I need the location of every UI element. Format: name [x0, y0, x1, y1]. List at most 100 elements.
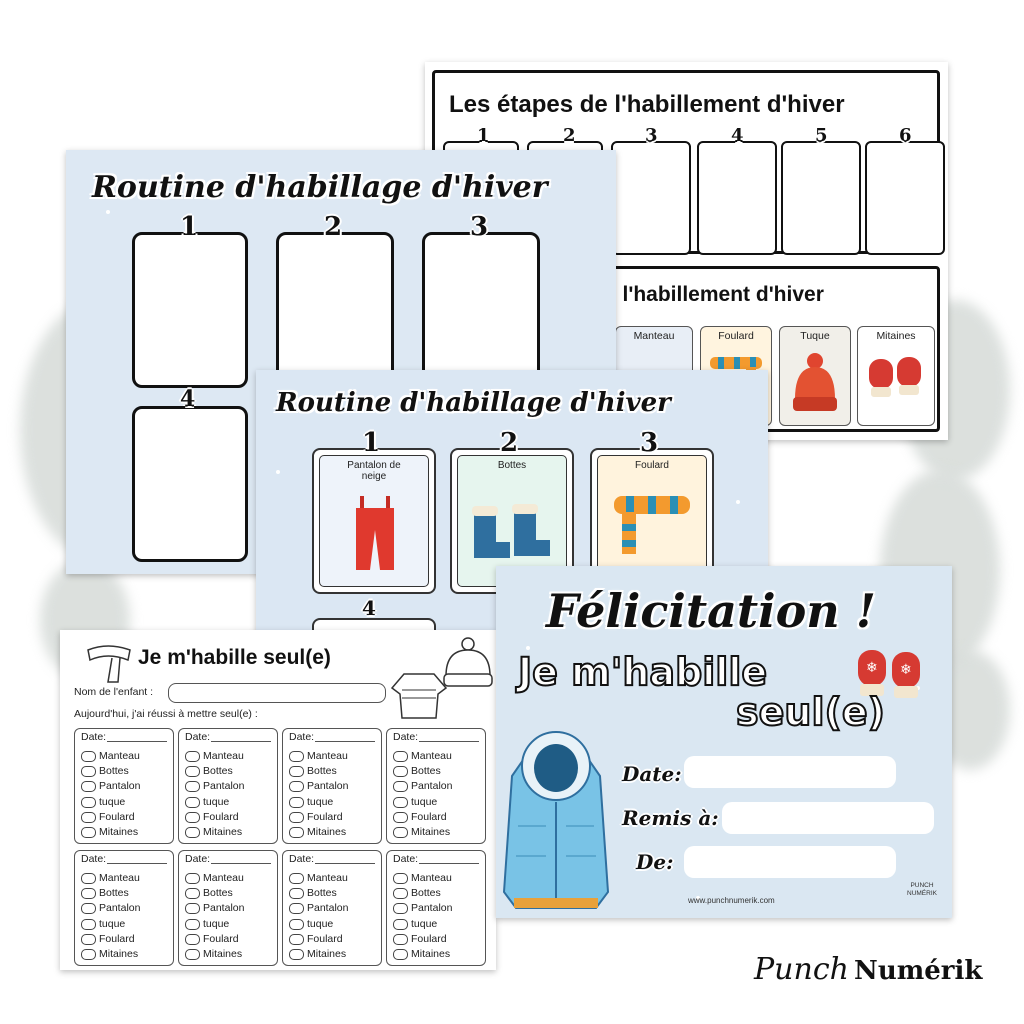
date-line[interactable] [419, 863, 479, 864]
checkbox[interactable] [289, 888, 304, 900]
date-line[interactable] [211, 741, 271, 742]
checkbox[interactable] [185, 811, 200, 823]
date-line[interactable] [315, 863, 375, 864]
checklist-item: Pantalon [185, 901, 244, 916]
routine-number: 3 [470, 212, 489, 242]
routine-number: 2 [324, 212, 343, 242]
date-input[interactable] [684, 756, 896, 788]
checkbox[interactable] [81, 781, 96, 793]
checkbox[interactable] [289, 781, 304, 793]
de-input[interactable] [684, 846, 896, 878]
checkbox[interactable] [185, 918, 200, 930]
checkbox[interactable] [185, 766, 200, 778]
checklist-label: Pantalon [411, 780, 453, 793]
checkbox[interactable] [289, 933, 304, 945]
checkbox[interactable] [185, 949, 200, 961]
checkbox[interactable] [393, 811, 408, 823]
checklist-item: tuque [81, 917, 140, 932]
checkbox[interactable] [81, 903, 96, 915]
date-label: Date: [185, 853, 211, 865]
remis-input[interactable] [722, 802, 934, 834]
checkbox[interactable] [393, 796, 408, 808]
checklist-label: Bottes [411, 765, 441, 778]
checkbox[interactable] [393, 781, 408, 793]
date-line[interactable] [107, 863, 167, 864]
routine-blank-title: Routine d'habillage d'hiver [92, 170, 548, 205]
checkbox[interactable] [289, 766, 304, 778]
checkbox[interactable] [185, 796, 200, 808]
brand-part2: Numérik [854, 956, 983, 986]
step-box-4 [697, 141, 777, 255]
checklist-label: Pantalon [307, 780, 349, 793]
checklist-label: Manteau [411, 872, 452, 884]
checkbox[interactable] [81, 827, 96, 839]
checkbox[interactable] [393, 903, 408, 915]
checkbox[interactable] [393, 949, 408, 961]
checkbox[interactable] [81, 811, 96, 823]
hat-outline-icon [443, 637, 493, 687]
date-line[interactable] [419, 741, 479, 742]
routine-filled-title: Routine d'habillage d'hiver [276, 388, 671, 418]
checkbox[interactable] [81, 933, 96, 945]
checkbox[interactable] [81, 873, 96, 885]
checkbox[interactable] [289, 811, 304, 823]
checklist-label: Foulard [203, 932, 239, 945]
checkbox[interactable] [289, 903, 304, 915]
checkbox[interactable] [393, 918, 408, 930]
checkbox[interactable] [81, 918, 96, 930]
checklist-label: tuque [99, 917, 126, 930]
checkbox[interactable] [81, 766, 96, 778]
date-line[interactable] [211, 863, 271, 864]
checkbox[interactable] [289, 918, 304, 930]
checkbox[interactable] [289, 873, 304, 885]
checkbox[interactable] [393, 873, 408, 885]
checkbox[interactable] [393, 888, 408, 900]
checkbox[interactable] [81, 949, 96, 961]
routine-filled-number: 4 [362, 596, 376, 620]
checkbox[interactable] [289, 796, 304, 808]
routine-filled-number: 1 [362, 428, 381, 458]
date-line[interactable] [315, 741, 375, 742]
checklist-item: tuque [185, 795, 244, 810]
date-label: Date: [81, 853, 107, 865]
checkbox[interactable] [185, 873, 200, 885]
checkbox[interactable] [393, 751, 408, 763]
checkbox[interactable] [81, 888, 96, 900]
checkbox[interactable] [185, 751, 200, 763]
checklist-label: Manteau [411, 750, 452, 762]
checkbox[interactable] [81, 796, 96, 808]
checklist-label: Pantalon [203, 902, 245, 915]
checklist-label: Foulard [99, 932, 135, 945]
checklist-item: Bottes [81, 764, 140, 779]
date-line[interactable] [107, 741, 167, 742]
checkbox[interactable] [185, 933, 200, 945]
checkbox[interactable] [393, 827, 408, 839]
checkbox[interactable] [289, 827, 304, 839]
checkbox[interactable] [185, 903, 200, 915]
checkbox[interactable] [185, 888, 200, 900]
checkbox[interactable] [289, 949, 304, 961]
checklist-item: tuque [185, 917, 244, 932]
child-name-input[interactable] [168, 683, 386, 703]
checklist-item: tuque [81, 795, 140, 810]
step-number: 5 [815, 125, 828, 146]
checkbox[interactable] [81, 751, 96, 763]
checkbox[interactable] [393, 766, 408, 778]
routine-number: 4 [180, 386, 196, 412]
checkbox[interactable] [289, 751, 304, 763]
checklist-label: Pantalon [203, 780, 245, 793]
checklist-item: Bottes [393, 886, 452, 901]
checkbox[interactable] [185, 827, 200, 839]
brand-logo: Punch Numérik [754, 952, 982, 987]
checkbox[interactable] [185, 781, 200, 793]
checklist-label: Foulard [99, 810, 135, 823]
checklist-label: Mitaines [99, 947, 139, 960]
checklist-label: Pantalon [99, 902, 141, 915]
routine-box-4 [132, 406, 248, 562]
checklist-label: tuque [411, 795, 438, 808]
checklist-item: Manteau [393, 871, 452, 886]
checkbox[interactable] [393, 933, 408, 945]
child-name-label: Nom de l'enfant : [74, 686, 154, 698]
checklist-item: Mitaines [81, 947, 140, 962]
